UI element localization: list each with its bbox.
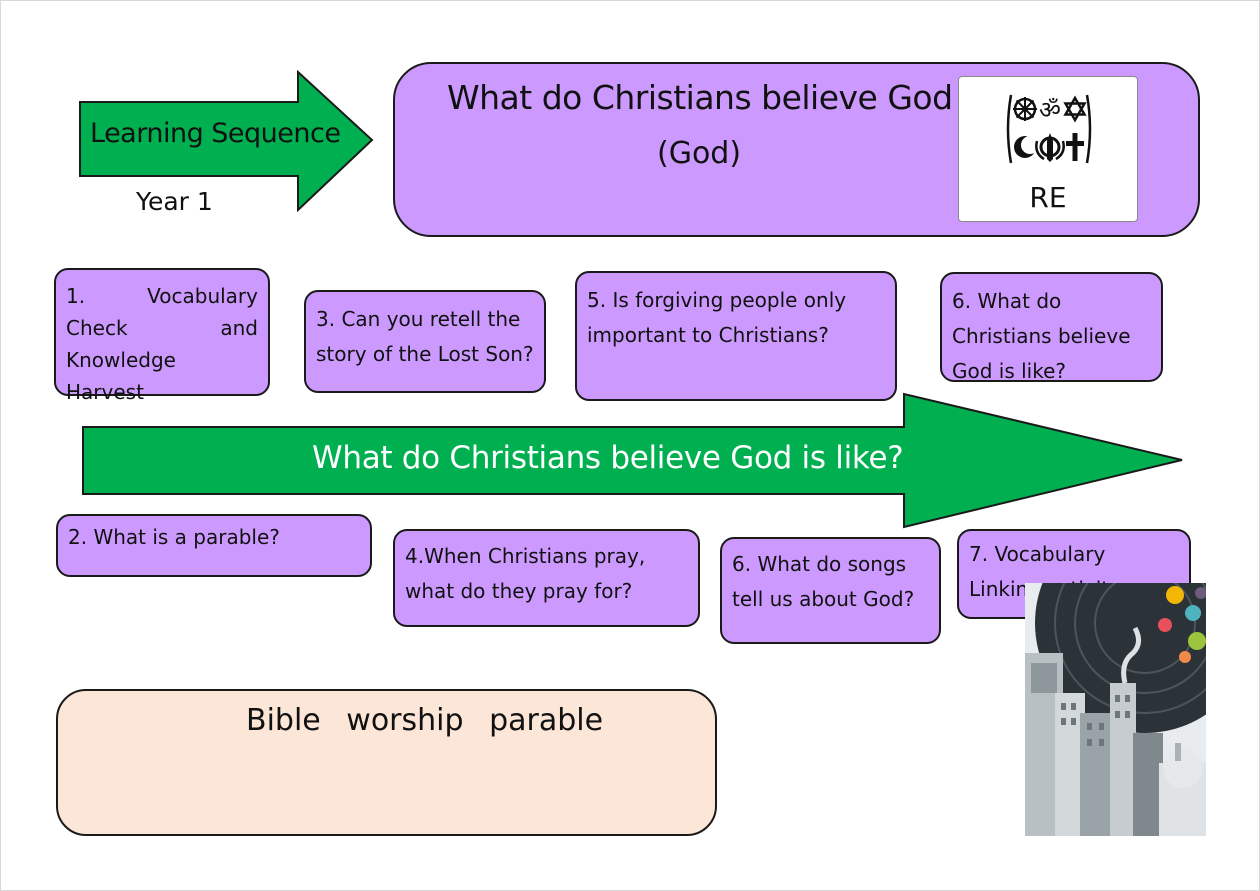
lesson-box-3: 3. Can you retell the story of the Lost … — [304, 290, 546, 393]
re-logo: ॐ RE — [958, 76, 1138, 222]
lesson-box-5-text: 5. Is forgiving people only important to… — [587, 288, 847, 347]
main-green-arrow — [82, 392, 1183, 529]
crescent-icon — [1014, 136, 1039, 158]
page-subtitle: (God) — [657, 136, 742, 171]
lesson-box-3-text: 3. Can you retell the story of the Lost … — [316, 307, 534, 366]
lesson-box-6-top: 6. What do Christians believe God is lik… — [940, 272, 1163, 383]
lesson-box-2-text: 2. What is a parable? — [68, 525, 280, 549]
lesson-box-4: 4.When Christians pray, what do they pra… — [393, 529, 700, 627]
lesson-box-6-bottom: 6. What do songs tell us about God? — [720, 537, 941, 644]
khanda-icon — [1035, 133, 1065, 162]
om-icon: ॐ — [1039, 96, 1061, 124]
lesson-box-1: 1. Vocabulary Check and Knowledge Harves… — [54, 268, 270, 404]
lesson-box-5: 5. Is forgiving people only important to… — [575, 271, 897, 401]
city-illustration — [1025, 583, 1206, 836]
lesson-box-2: 2. What is a parable? — [56, 514, 372, 577]
lesson-box-6-top-text: 6. What do Christians believe God is lik… — [952, 289, 1131, 383]
vocabulary-words: Bible worship parable — [246, 703, 604, 738]
lesson-box-1-text: 1. Vocabulary Check and Knowledge Harves… — [66, 284, 258, 404]
lesson-box-4-text: 4.When Christians pray, what do they pra… — [405, 544, 646, 603]
lesson-box-6-bottom-text: 6. What do songs tell us about God? — [732, 552, 915, 611]
learning-sequence-label: Learning Sequence — [90, 118, 341, 149]
arrow-title: What do Christians believe God is like? — [312, 440, 904, 476]
dharma-wheel-icon — [1013, 97, 1037, 121]
learning-sequence-arrow — [79, 70, 374, 212]
vocabulary-box: Bible worship parable — [56, 689, 717, 836]
year-label: Year 1 — [136, 187, 213, 216]
religious-symbols: ॐ — [1006, 94, 1092, 164]
star-of-david-icon — [1063, 95, 1087, 123]
re-logo-text: RE — [1029, 181, 1067, 214]
cross-icon — [1066, 133, 1084, 161]
